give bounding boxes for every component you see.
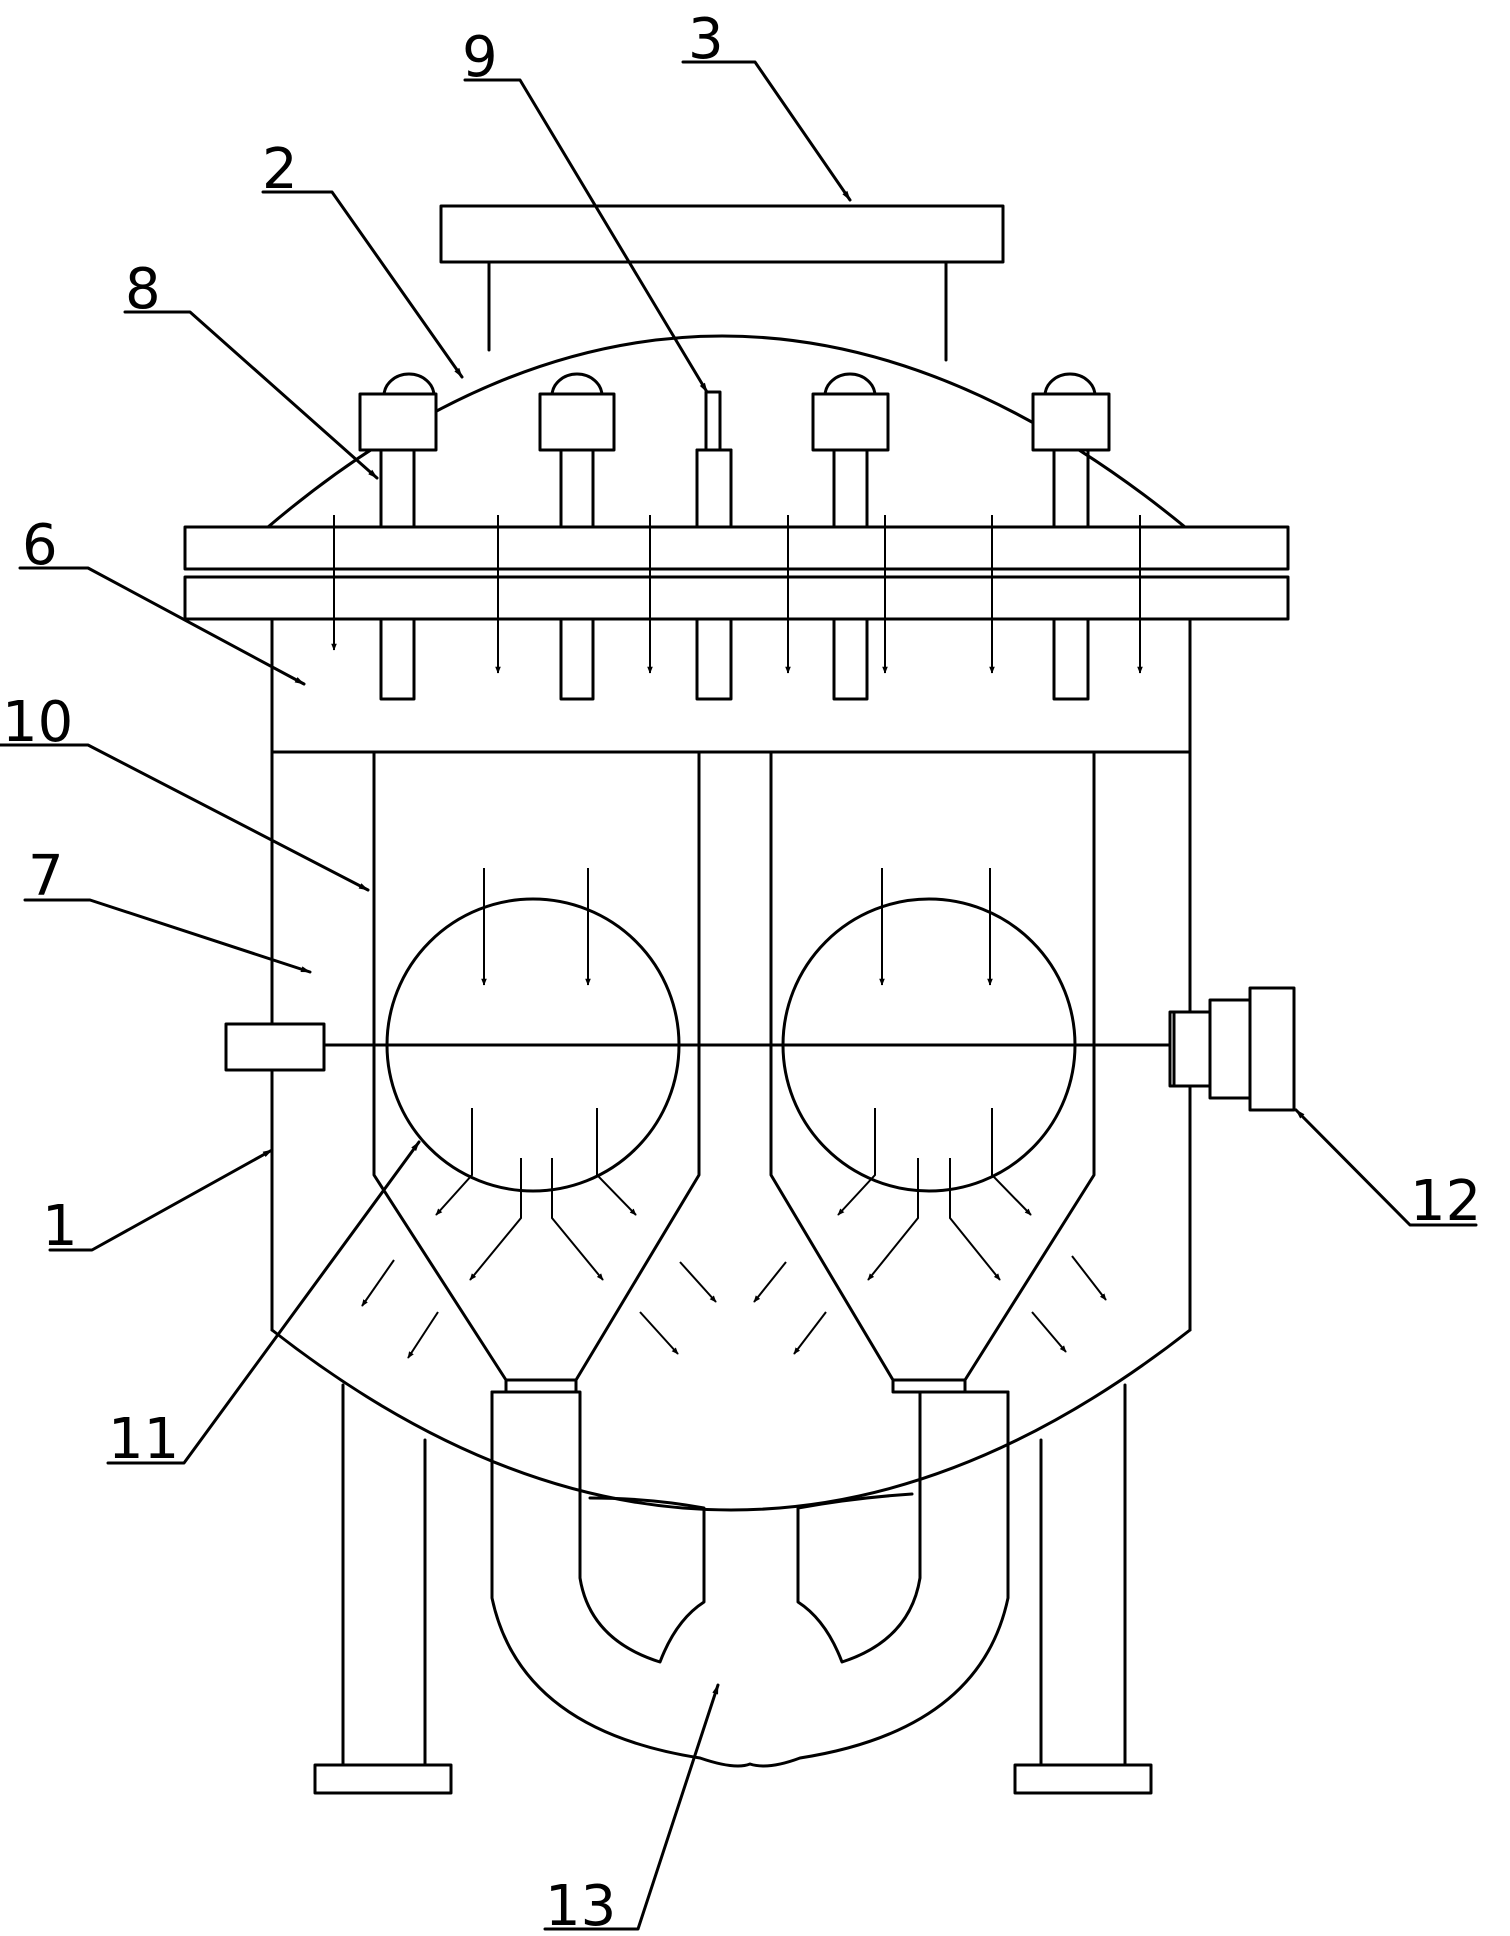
label-9: 9 bbox=[462, 25, 498, 90]
material-flow-arrows bbox=[361, 868, 1107, 1359]
label-11: 11 bbox=[108, 1407, 179, 1472]
motor bbox=[1168, 986, 1296, 1112]
support-legs bbox=[313, 1383, 1153, 1795]
discharge-pipe bbox=[490, 1390, 1010, 1768]
drum-assembly bbox=[224, 897, 1172, 1193]
hopper bbox=[372, 750, 1096, 1394]
label-2: 2 bbox=[262, 137, 298, 202]
part-labels: 3 9 2 8 6 10 7 1 11 12 13 bbox=[2, 7, 1481, 1936]
label-7: 7 bbox=[28, 844, 64, 909]
leader-lines bbox=[0, 60, 1478, 1931]
sprayer-assembly bbox=[358, 372, 1111, 701]
top-plate bbox=[439, 204, 1005, 362]
spray-flow-arrows bbox=[331, 515, 1143, 674]
label-13: 13 bbox=[545, 1874, 616, 1936]
label-3: 3 bbox=[688, 7, 724, 72]
label-1: 1 bbox=[42, 1194, 78, 1259]
label-10: 10 bbox=[2, 690, 73, 755]
label-6: 6 bbox=[22, 513, 58, 578]
label-12: 12 bbox=[1410, 1169, 1481, 1234]
label-8: 8 bbox=[125, 257, 161, 322]
tank-body bbox=[270, 617, 1192, 1512]
flange bbox=[183, 525, 1290, 621]
